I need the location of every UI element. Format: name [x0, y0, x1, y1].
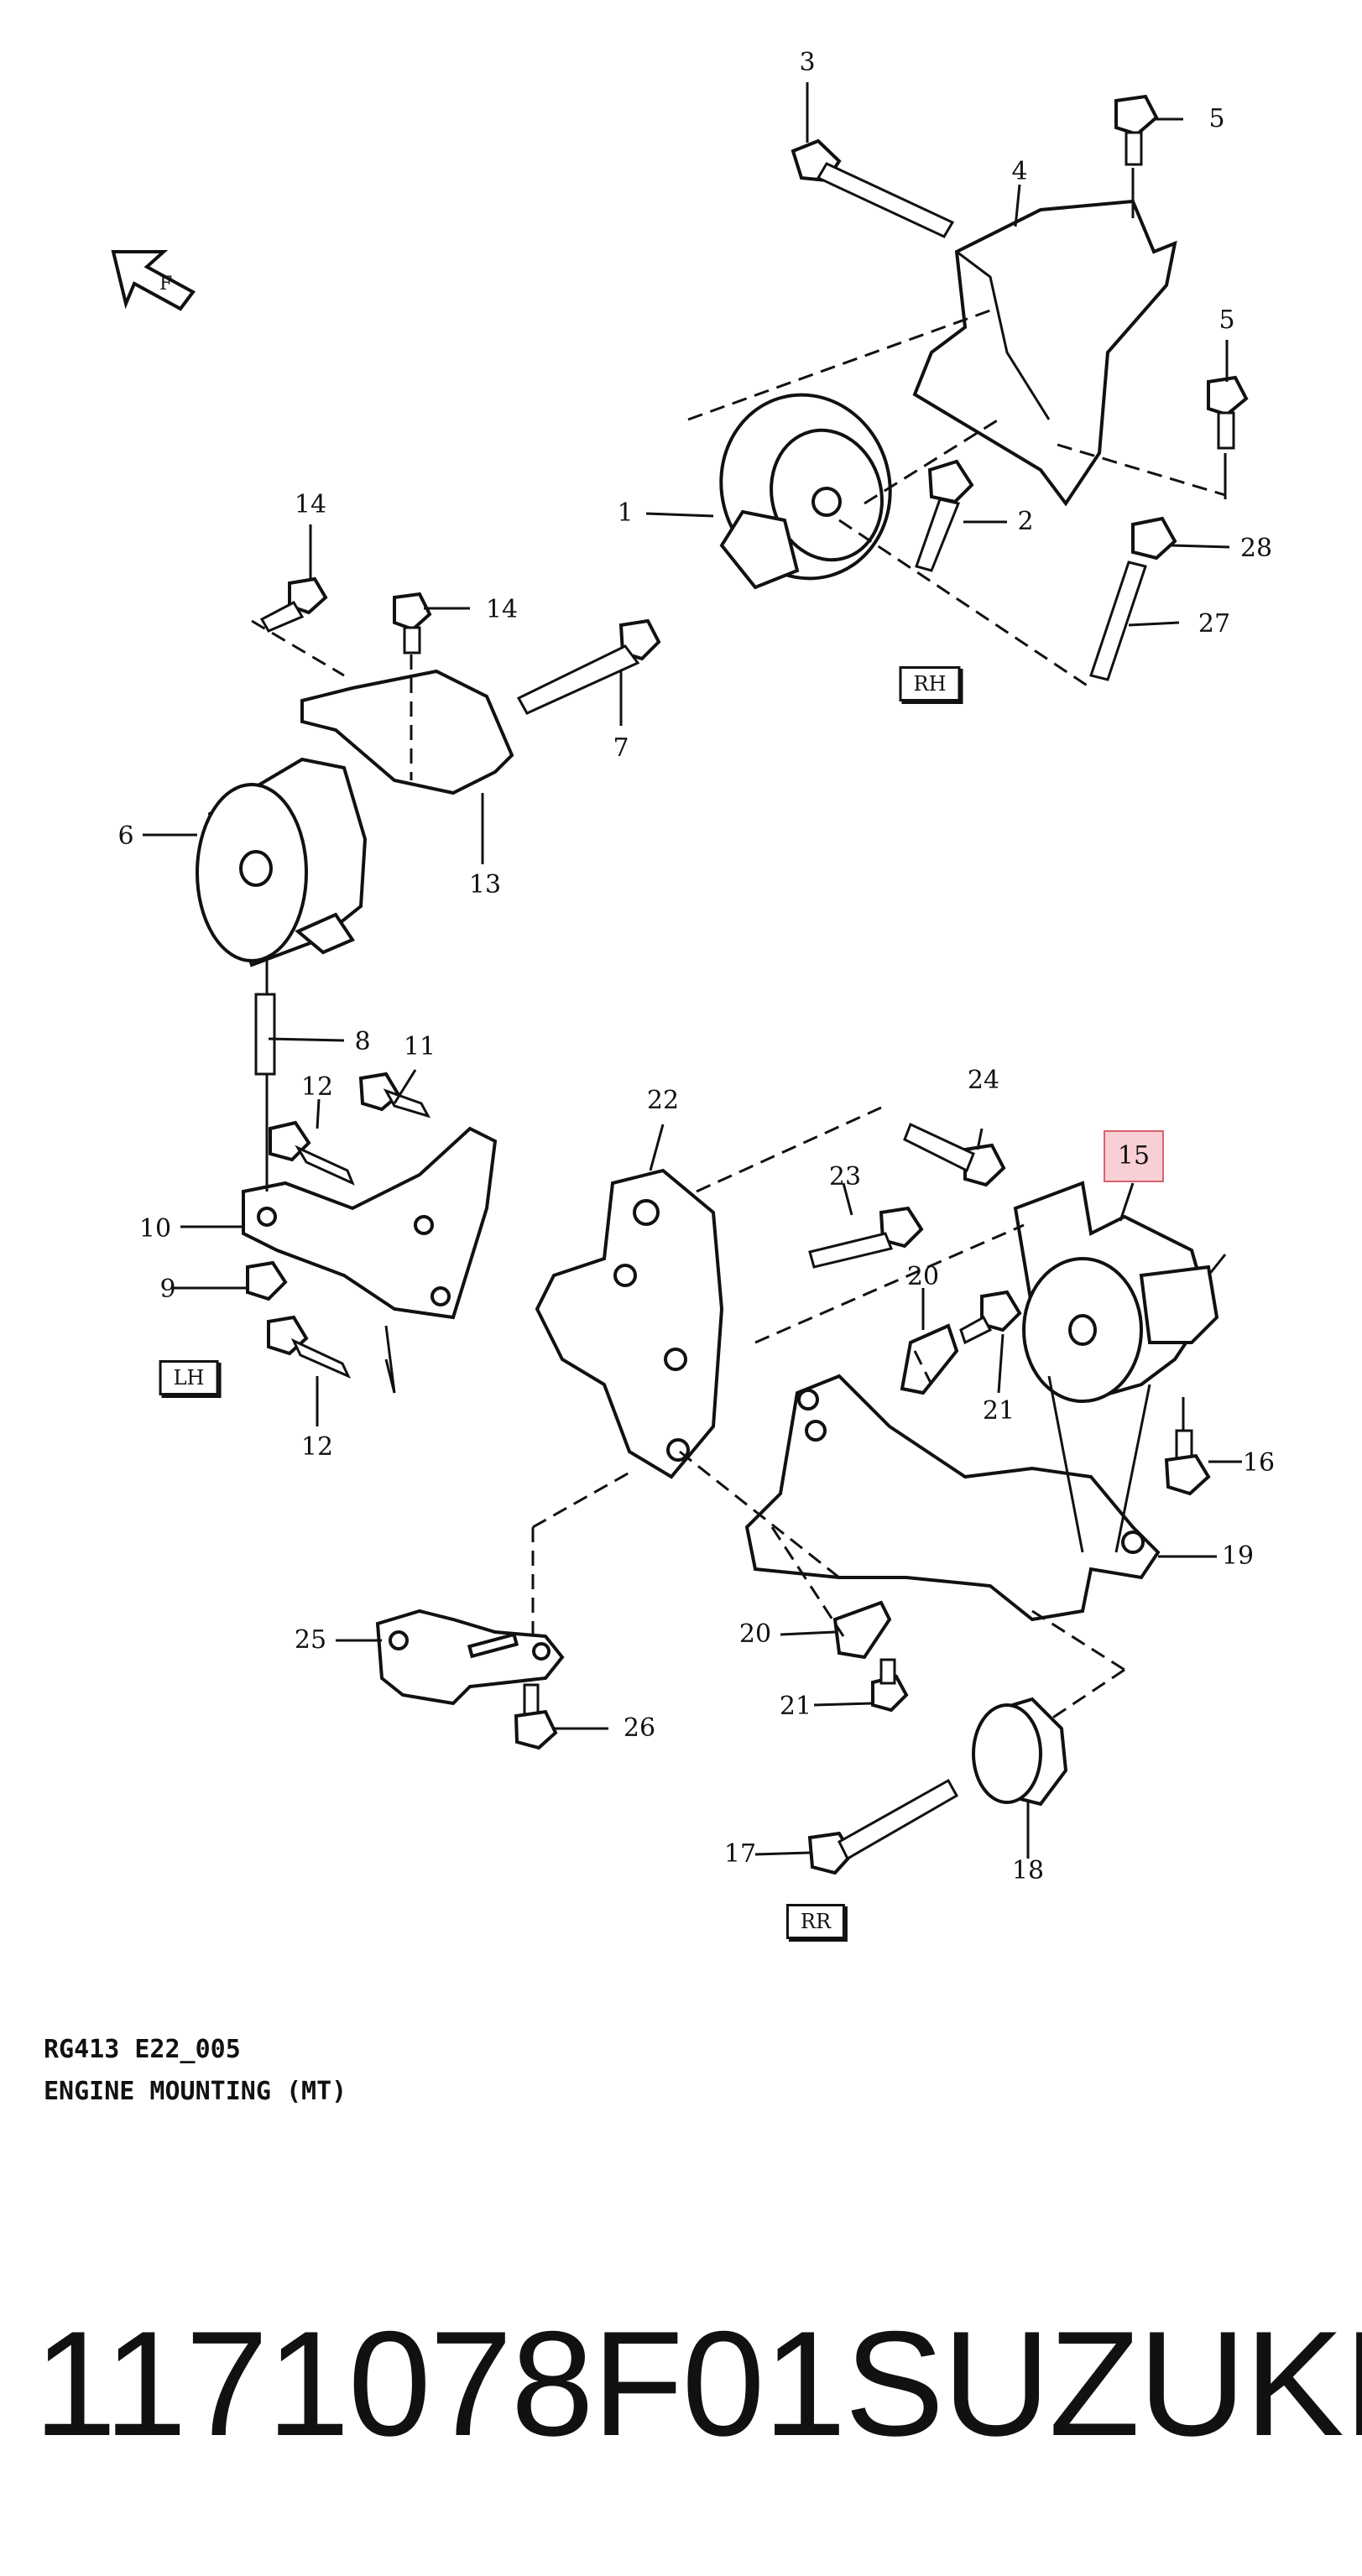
- callout-8[interactable]: 8: [354, 1027, 371, 1056]
- bolt-21b-icon: [871, 1658, 909, 1713]
- callout-5b[interactable]: 5: [1218, 305, 1235, 335]
- callout-3[interactable]: 3: [799, 48, 816, 77]
- callout-19[interactable]: 19: [1221, 1541, 1255, 1571]
- bracket-4-icon: [912, 199, 1177, 507]
- side-tag-lh: LH: [159, 1360, 219, 1395]
- bracket-25-icon: [375, 1609, 565, 1706]
- callout-25[interactable]: 25: [294, 1625, 327, 1655]
- bolt-3-icon: [791, 138, 955, 238]
- bracket-13-icon: [300, 669, 514, 795]
- callout-14b[interactable]: 14: [485, 595, 519, 624]
- bolt-14b-icon: [393, 592, 432, 654]
- callout-18[interactable]: 18: [1011, 1856, 1045, 1885]
- bolt-5b-icon: [1207, 375, 1249, 450]
- callout-1[interactable]: 1: [617, 498, 634, 528]
- callout-5a[interactable]: 5: [1208, 104, 1225, 133]
- bolt-12a-icon: [269, 1120, 355, 1186]
- nut-28-icon: [1131, 516, 1177, 561]
- side-tag-rr: RR: [785, 1904, 846, 1939]
- engine-mount-15-icon: [1013, 1181, 1219, 1404]
- callout-21a[interactable]: 21: [982, 1396, 1015, 1426]
- callout-15[interactable]: 15: [1117, 1141, 1151, 1171]
- bushing-18-icon: [972, 1697, 1068, 1807]
- bracket-22-icon: [535, 1168, 724, 1479]
- callout-14a[interactable]: 14: [294, 490, 327, 519]
- diagram-title: ENGINE MOUNTING (MT): [44, 2077, 347, 2106]
- front-direction-arrow-icon: F: [111, 250, 196, 311]
- callout-20b[interactable]: 20: [738, 1619, 772, 1649]
- bolt-14a-icon: [259, 576, 328, 633]
- callout-24[interactable]: 24: [967, 1066, 1000, 1095]
- callout-17[interactable]: 17: [723, 1839, 757, 1869]
- nut-9-icon: [246, 1260, 288, 1301]
- stud-27-icon: [1089, 561, 1147, 681]
- bolt-24-icon: [903, 1122, 1006, 1187]
- callout-6[interactable]: 6: [117, 821, 134, 851]
- washer-20a-icon: [900, 1323, 959, 1395]
- bolt-5a-icon: [1114, 94, 1159, 166]
- callout-leaders: [143, 82, 1242, 1859]
- callout-22[interactable]: 22: [646, 1086, 680, 1115]
- front-direction-arrow-label: F: [159, 274, 172, 295]
- engine-mounting-exploded-diagram: F: [111, 82, 1249, 1875]
- engine-mount-6-icon: [196, 757, 368, 967]
- callout-4[interactable]: 4: [1011, 157, 1028, 186]
- bolt-11-icon: [358, 1072, 431, 1119]
- callout-28[interactable]: 28: [1239, 534, 1273, 563]
- callout-2[interactable]: 2: [1017, 507, 1034, 536]
- part-footer: 1171078F01 SUZUKI: [34, 2299, 1362, 2467]
- washer-20b-icon: [832, 1600, 892, 1660]
- callout-20a[interactable]: 20: [906, 1262, 940, 1291]
- diagram-code: RG413 E22_005: [44, 2035, 241, 2064]
- bolt-2-icon: [915, 459, 974, 572]
- bolt-12b-icon: [267, 1315, 352, 1379]
- callout-12a[interactable]: 12: [300, 1072, 334, 1102]
- lh-mount-group: [196, 576, 661, 1394]
- bolt-23-icon: [808, 1206, 924, 1269]
- callout-9[interactable]: 9: [159, 1275, 176, 1304]
- bracket-10-icon: [242, 1126, 498, 1320]
- callout-21b[interactable]: 21: [779, 1692, 812, 1721]
- bolt-16-icon: [1164, 1429, 1211, 1496]
- bolt-21a-icon: [959, 1290, 1022, 1345]
- rr-mount-group: [375, 1106, 1227, 1875]
- callout-10[interactable]: 10: [138, 1214, 172, 1244]
- highlight-callout-15: [1104, 1130, 1164, 1182]
- side-tag-rh: RH: [899, 666, 961, 701]
- part-number: 1171078F01: [34, 2299, 846, 2467]
- callout-23[interactable]: 23: [828, 1162, 862, 1192]
- stud-8-icon: [254, 993, 276, 1076]
- bolt-26-icon: [514, 1683, 558, 1750]
- callout-13[interactable]: 13: [468, 870, 502, 900]
- callout-27[interactable]: 27: [1198, 609, 1231, 639]
- callout-16[interactable]: 16: [1242, 1448, 1276, 1478]
- rh-mount-group: [687, 94, 1249, 690]
- engine-mount-1-icon: [719, 393, 892, 590]
- callout-11[interactable]: 11: [403, 1032, 436, 1061]
- bolt-17-icon: [807, 1778, 959, 1875]
- bracket-19-icon: [744, 1374, 1161, 1622]
- callout-26[interactable]: 26: [623, 1713, 656, 1743]
- brand-name: SUZUKI: [844, 2299, 1362, 2467]
- bolt-7-icon: [516, 618, 661, 715]
- callout-12b[interactable]: 12: [300, 1432, 334, 1462]
- callout-7[interactable]: 7: [613, 733, 629, 763]
